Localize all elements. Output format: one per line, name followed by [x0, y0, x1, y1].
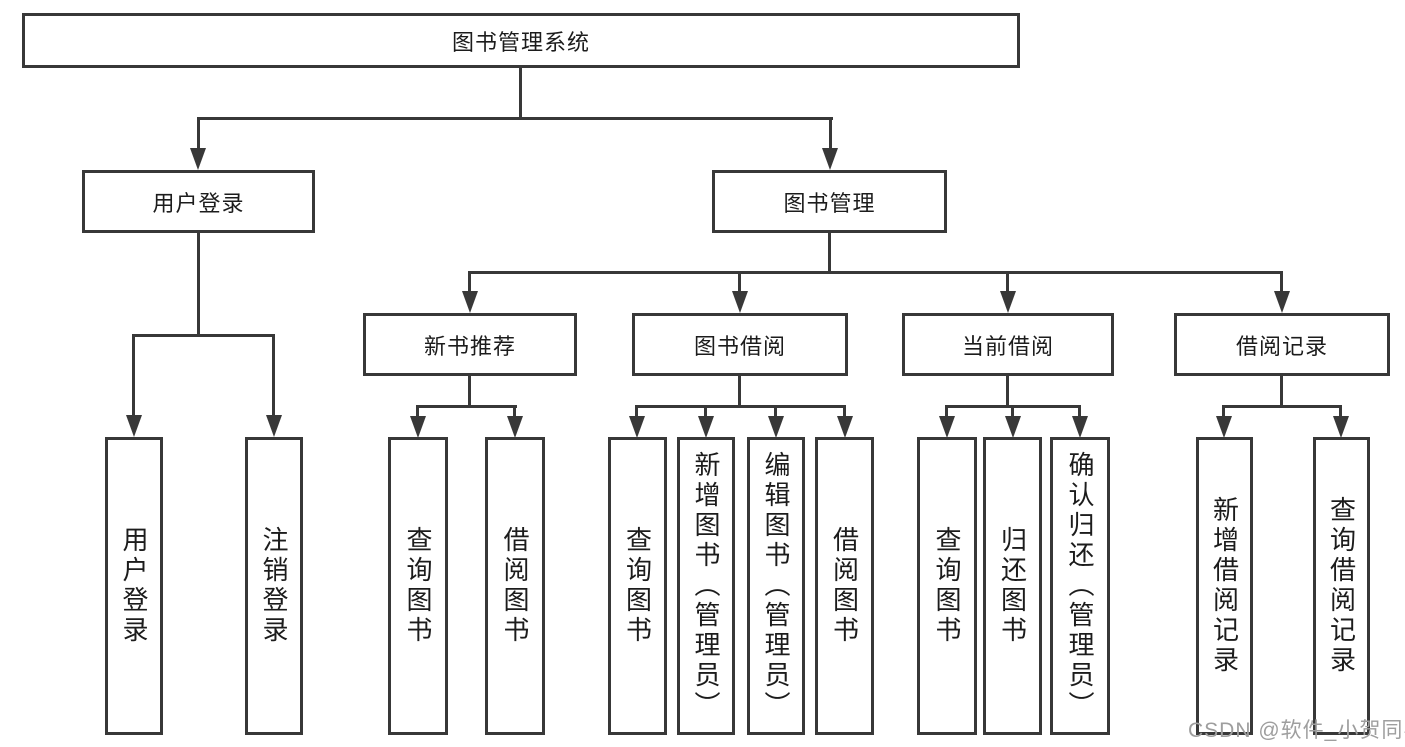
arrowhead-to-current-borrowing: [1000, 291, 1016, 313]
node-leaf-bb-query-books-label: 查询图书: [622, 526, 653, 646]
arrowhead-to-leaf-logout: [266, 415, 282, 437]
node-leaf-user-login: 用户登录: [105, 437, 163, 735]
connector-book-borrowing-bar: [635, 405, 846, 408]
node-user-login: 用户登录: [82, 170, 315, 233]
arrowhead-to-new-book-recommend: [462, 291, 478, 313]
arrowhead-to-leaf-user-login: [126, 415, 142, 437]
connector-user-login-trunk: [197, 233, 200, 336]
connector-to-current-borrowing-stem: [1006, 271, 1009, 292]
connector-cb-leaf2-stem: [1011, 405, 1014, 417]
node-leaf-nbr-borrow-books: 借阅图书: [485, 437, 545, 735]
node-root: 图书管理系统: [22, 13, 1020, 68]
connector-bb-leaf4-stem: [843, 405, 846, 417]
connector-bb-leaf1-stem: [635, 405, 638, 417]
connector-borrowing-records-trunk: [1280, 376, 1283, 407]
node-user-login-label: 用户登录: [152, 190, 245, 216]
connector-br-leaf2-stem: [1339, 405, 1342, 417]
connector-new-book-recommend-trunk: [468, 376, 471, 407]
connector-to-book-borrowing-stem: [738, 271, 741, 292]
node-leaf-logout-label: 注销登录: [259, 526, 289, 646]
connector-book-borrowing-trunk: [738, 376, 741, 407]
node-leaf-bb-query-books: 查询图书: [608, 437, 667, 735]
connector-user-login-bar: [132, 334, 275, 337]
node-leaf-br-query-record-label: 查询借阅记录: [1326, 496, 1357, 676]
node-leaf-bb-add-books-admin: 新增图书（管理员）: [677, 437, 735, 735]
arrowhead-to-bb-borrow-books: [837, 416, 853, 438]
connector-to-new-book-recommend-stem: [468, 271, 471, 292]
node-book-management-label: 图书管理: [783, 190, 876, 216]
node-leaf-cb-return-books: 归还图书: [983, 437, 1042, 735]
connector-root-to-user-login-stem: [197, 117, 200, 149]
arrowhead-to-bb-edit-books: [768, 416, 784, 438]
arrowhead-to-cb-query-books: [939, 416, 955, 438]
arrowhead-to-book-borrowing: [732, 291, 748, 313]
connector-root-trunk: [519, 68, 522, 118]
node-leaf-cb-query-books: 查询图书: [917, 437, 977, 735]
node-current-borrowing: 当前借阅: [902, 313, 1114, 376]
connector-root-to-book-management-stem: [829, 117, 832, 149]
node-leaf-nbr-query-books-label: 查询图书: [403, 526, 433, 646]
node-book-borrowing-label: 图书借阅: [693, 333, 786, 359]
node-leaf-cb-query-books-label: 查询图书: [932, 526, 962, 646]
arrowhead-to-br-add-record: [1216, 416, 1232, 438]
node-leaf-br-add-record: 新增借阅记录: [1196, 437, 1253, 735]
node-book-management: 图书管理: [712, 170, 947, 233]
connector-borrowing-records-bar: [1222, 405, 1342, 408]
arrowhead-to-nbr-query-books: [410, 416, 426, 438]
node-book-borrowing: 图书借阅: [632, 313, 848, 376]
connector-book-management-bar: [468, 271, 1283, 274]
arrowhead-to-bb-add-books: [698, 416, 714, 438]
node-leaf-bb-edit-books-admin-label: 编辑图书（管理员）: [761, 451, 791, 721]
node-new-book-recommend: 新书推荐: [363, 313, 577, 376]
connector-br-leaf1-stem: [1222, 405, 1225, 417]
node-leaf-logout: 注销登录: [245, 437, 303, 735]
connector-current-borrowing-trunk: [1006, 376, 1009, 407]
node-root-label: 图书管理系统: [451, 29, 590, 55]
csdn-watermark: CSDN @软件_小贺同学: [1188, 719, 1405, 742]
arrowhead-to-cb-confirm-return: [1072, 416, 1088, 438]
arrowhead-to-borrowing-records: [1274, 291, 1290, 313]
connector-to-borrowing-records-stem: [1280, 271, 1283, 292]
connector-bb-leaf3-stem: [774, 405, 777, 417]
node-borrowing-records-label: 借阅记录: [1235, 333, 1328, 359]
node-leaf-bb-add-books-admin-label: 新增图书（管理员）: [691, 451, 721, 721]
node-leaf-bb-edit-books-admin: 编辑图书（管理员）: [747, 437, 805, 735]
connector-cb-leaf3-stem: [1078, 405, 1081, 417]
node-leaf-bb-borrow-books: 借阅图书: [815, 437, 874, 735]
node-current-borrowing-label: 当前借阅: [961, 333, 1054, 359]
connector-bb-leaf2-stem: [704, 405, 707, 417]
node-leaf-cb-return-books-label: 归还图书: [997, 526, 1028, 646]
connector-new-book-recommend-bar: [416, 405, 517, 408]
node-new-book-recommend-label: 新书推荐: [423, 333, 516, 359]
node-leaf-bb-borrow-books-label: 借阅图书: [829, 526, 860, 646]
connector-book-management-trunk: [828, 233, 831, 273]
arrowhead-to-cb-return-books: [1005, 416, 1021, 438]
connector-cb-leaf1-stem: [945, 405, 948, 417]
arrowhead-to-nbr-borrow-books: [507, 416, 523, 438]
node-leaf-cb-confirm-return-admin: 确认归还（管理员）: [1050, 437, 1110, 735]
arrowhead-to-user-login: [190, 148, 206, 170]
node-leaf-br-query-record: 查询借阅记录: [1313, 437, 1370, 735]
connector-user-login-leaf2-stem: [272, 334, 275, 416]
arrowhead-to-br-query-record: [1333, 416, 1349, 438]
node-leaf-user-login-label: 用户登录: [119, 526, 149, 646]
node-leaf-nbr-borrow-books-label: 借阅图书: [500, 526, 530, 646]
arrowhead-to-book-management: [822, 148, 838, 170]
node-leaf-br-add-record-label: 新增借阅记录: [1209, 496, 1240, 676]
node-leaf-cb-confirm-return-admin-label: 确认归还（管理员）: [1065, 451, 1095, 721]
connector-user-login-leaf1-stem: [132, 334, 135, 416]
arrowhead-to-bb-query-books: [629, 416, 645, 438]
connector-nbr-leaf2-stem: [513, 405, 516, 417]
node-leaf-nbr-query-books: 查询图书: [388, 437, 448, 735]
node-borrowing-records: 借阅记录: [1174, 313, 1390, 376]
connector-nbr-leaf1-stem: [416, 405, 419, 417]
connector-root-bar: [197, 117, 833, 120]
